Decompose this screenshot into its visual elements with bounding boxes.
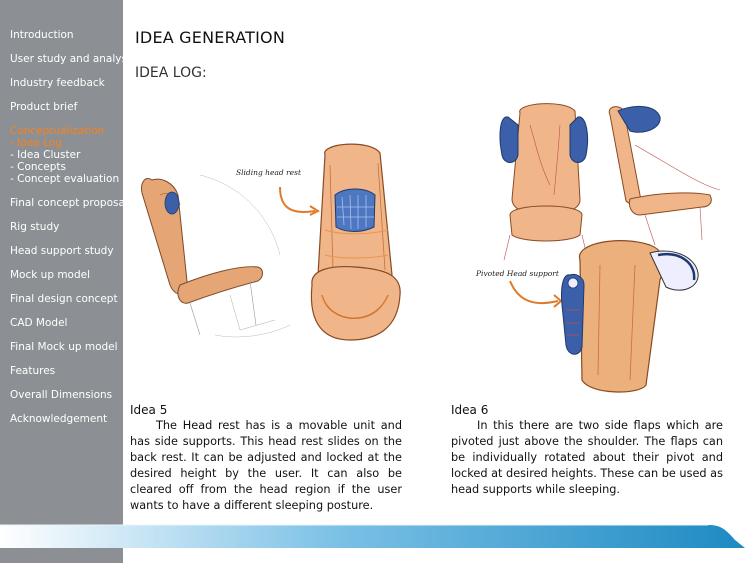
sidebar-item-head-support-study[interactable]: Head support study bbox=[10, 245, 114, 257]
section-title: IDEA LOG: bbox=[135, 65, 207, 81]
idea6-title: Idea 6 bbox=[451, 403, 489, 417]
sidebar-item-cad-model[interactable]: CAD Model bbox=[10, 317, 68, 329]
front-seat-with-flaps-sketch bbox=[499, 103, 589, 261]
sidebar-item-final-design-concept[interactable]: Final design concept bbox=[10, 293, 118, 305]
front-view-seat-sketch bbox=[310, 143, 401, 341]
sidebar-item-mock-up-model[interactable]: Mock up model bbox=[10, 269, 91, 281]
idea5-sketch-image: Sliding head rest bbox=[141, 143, 401, 341]
side-view-seat-sketch bbox=[141, 174, 291, 338]
idea5-annotation: Sliding head rest bbox=[236, 168, 302, 177]
sidebar-item-conceptualization[interactable]: Conceptualization bbox=[10, 125, 105, 137]
sidebar-item-final-mock-up-model[interactable]: Final Mock up model bbox=[10, 341, 118, 353]
sidebar-subitem-idea-log[interactable]: - Idea Log bbox=[10, 137, 62, 149]
sidebar-item-user-study[interactable]: User study and analysis bbox=[10, 53, 136, 65]
sidebar-subitem-concept-evaluation[interactable]: - Concept evaluation bbox=[10, 173, 120, 185]
large-seat-pivot-flap-sketch bbox=[561, 240, 699, 393]
sidebar-subitem-idea-cluster[interactable]: - Idea Cluster bbox=[10, 149, 81, 161]
idea5-description: The Head rest has is a movable unit and … bbox=[130, 419, 402, 512]
sidebar-item-industry-feedback[interactable]: Industry feedback bbox=[10, 77, 105, 89]
sidebar-item-acknowledgement[interactable]: Acknowledgement bbox=[10, 413, 108, 425]
idea6-description: In this there are two side flaps which a… bbox=[451, 419, 723, 496]
footer-decorative-band bbox=[0, 520, 745, 563]
side-seat-with-flap-sketch bbox=[608, 106, 721, 246]
sidebar-item-rig-study[interactable]: Rig study bbox=[10, 221, 60, 233]
sidebar-item-features[interactable]: Features bbox=[10, 365, 56, 377]
sidebar-subitem-concepts[interactable]: - Concepts bbox=[10, 161, 67, 173]
sidebar-nav: Introduction User study and analysis Ind… bbox=[0, 0, 135, 563]
sidebar-item-introduction[interactable]: Introduction bbox=[10, 29, 74, 41]
page-title: IDEA GENERATION bbox=[135, 28, 285, 47]
idea5-title: Idea 5 bbox=[130, 403, 168, 417]
idea6-annotation: Pivoted Head support bbox=[475, 269, 560, 278]
sidebar-item-overall-dimensions[interactable]: Overall Dimensions bbox=[10, 389, 113, 401]
idea6-sketch-image: Pivoted Head support bbox=[475, 103, 721, 393]
sidebar-item-final-concept-proposal[interactable]: Final concept proposal bbox=[10, 197, 128, 209]
sidebar-item-product-brief[interactable]: Product brief bbox=[10, 101, 78, 113]
